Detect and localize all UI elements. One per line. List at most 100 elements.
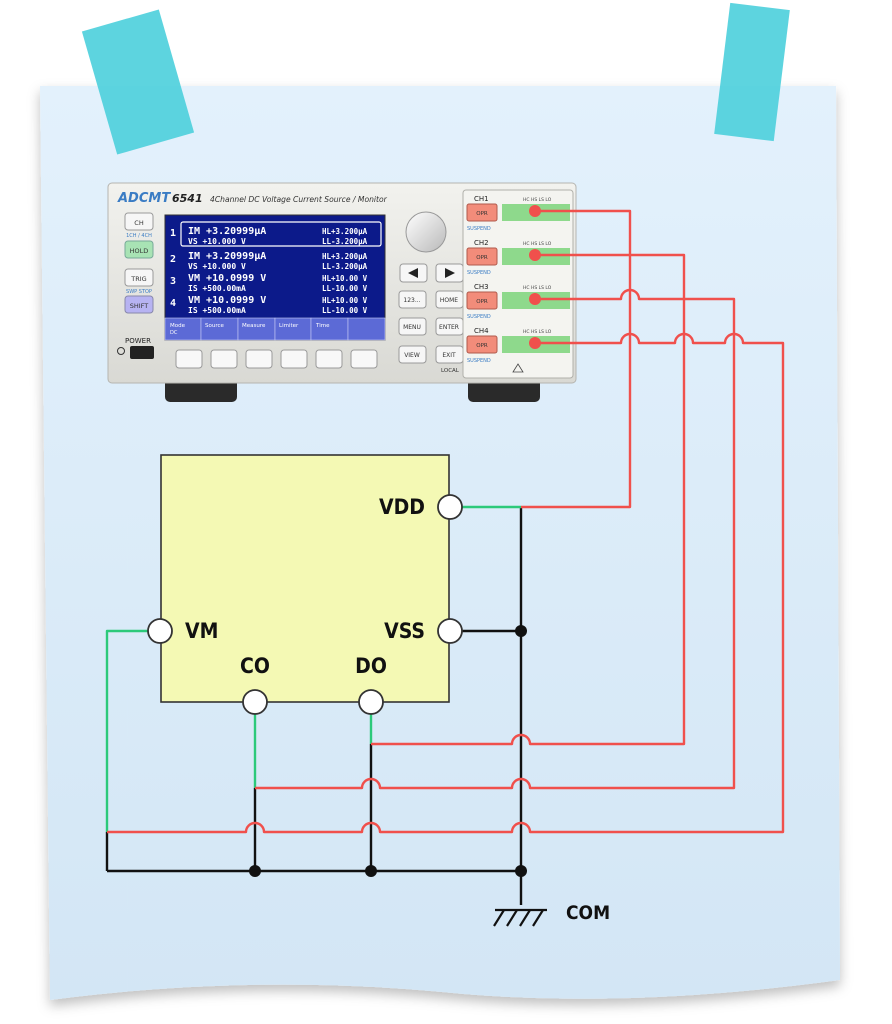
display-ch2-line2: VS +10.000 V <box>188 262 246 271</box>
softkey-bar: Mode DC Source Measure Limiter Time <box>164 317 386 341</box>
display-screen: 1 IM +3.20999µA VS +10.000 V HL+3.200µA … <box>164 214 386 341</box>
shift-button-label: SHIFT <box>130 302 149 310</box>
ground-label: COM <box>566 902 610 924</box>
shift-button[interactable] <box>124 295 154 314</box>
numeric-button-label: 123... <box>403 297 420 304</box>
pin-vm[interactable] <box>147 618 173 644</box>
display-ch3-limit1: HL+10.00 V <box>322 274 368 283</box>
arrow-right-icon <box>445 268 455 278</box>
display-ch2-limit1: HL+3.200µA <box>322 252 368 261</box>
softkey-mode-sub: DC <box>170 330 178 336</box>
ground-symbol <box>493 908 547 927</box>
chip-pins <box>147 494 463 715</box>
function-key-3[interactable] <box>245 349 273 369</box>
softkey-time: Time <box>315 323 330 329</box>
model-number: 6541 <box>172 192 203 205</box>
warning-icon <box>512 363 524 373</box>
pin-label-vdd: VDD <box>379 495 425 519</box>
display-ch2-limit2: LL-3.200µA <box>322 262 368 271</box>
tape-right <box>714 2 790 142</box>
function-key-6[interactable] <box>350 349 378 369</box>
display-ch1-limit2: LL-3.200µA <box>322 237 368 246</box>
ch2-opr-button[interactable] <box>466 247 498 266</box>
pin-label-vm: VM <box>185 619 218 643</box>
ch1-opr-label: OPR <box>476 211 488 217</box>
green-wires <box>105 505 521 832</box>
function-key-1[interactable] <box>175 349 203 369</box>
view-button[interactable] <box>398 345 427 364</box>
arrow-keys <box>399 263 464 283</box>
menu-button-label: MENU <box>403 324 421 331</box>
nav-buttons: 123... HOME MENU ENTER VIEW EXIT LOCAL <box>398 290 464 374</box>
ch4-opr-button[interactable] <box>466 335 498 354</box>
junction-dots <box>249 625 527 877</box>
ch-button[interactable] <box>124 212 154 231</box>
display-ch4-line1: VM +10.0999 V <box>188 295 266 306</box>
ch3-label: CH3 <box>474 283 489 291</box>
function-keys <box>175 349 378 369</box>
function-key-5[interactable] <box>315 349 343 369</box>
trig-button-label: TRIG <box>130 275 146 283</box>
display-ch3-line2: IS +500.00mA <box>188 284 246 293</box>
red-wires <box>107 209 785 834</box>
ch1-terminal-header: HC HS LS LO <box>523 197 552 203</box>
pin-do[interactable] <box>358 689 384 715</box>
pin-vss[interactable] <box>437 618 463 644</box>
chip-body <box>160 454 450 703</box>
display-ch2-num: 2 <box>170 254 176 265</box>
display-ch4-limit2: LL-10.00 V <box>322 306 368 315</box>
power-switch[interactable] <box>130 346 154 359</box>
ch-button-sub: 1CH / 4CH <box>126 233 152 239</box>
enter-button-label: ENTER <box>439 324 459 331</box>
instrument-6541: ADCMT 6541 4Channel DC Voltage Current S… <box>107 182 577 402</box>
ch2-opr-label: OPR <box>476 255 488 261</box>
left-button-column: CH 1CH / 4CH HOLD TRIG SWP STOP SHIFT PO… <box>117 212 154 359</box>
ch2-terminal-header: HC HS LS LO <box>523 241 552 247</box>
hold-button[interactable] <box>124 240 154 259</box>
ch1-suspend-label: SUSPEND <box>467 226 491 232</box>
ch4-suspend-label: SUSPEND <box>467 358 491 364</box>
softkey-limiter: Limiter <box>279 323 299 329</box>
ic-chip: VDD VSS VM CO DO <box>147 454 463 715</box>
softkey-source: Source <box>205 323 225 329</box>
brand-logo: ADCMT <box>117 191 171 206</box>
ch4-label: CH4 <box>474 327 489 335</box>
rotary-knob[interactable] <box>405 211 447 253</box>
home-button-label: HOME <box>440 297 458 304</box>
function-key-4[interactable] <box>280 349 308 369</box>
exit-button-label: EXIT <box>442 352 456 359</box>
function-key-2[interactable] <box>210 349 238 369</box>
softkey-mode: Mode <box>170 323 186 329</box>
display-ch1-line1: IM +3.20999µA <box>188 226 266 237</box>
terminal-dots <box>529 205 541 349</box>
display-ch1-line2: VS +10.000 V <box>188 237 246 246</box>
ch-button-label: CH <box>134 219 144 227</box>
display-ch1-num: 1 <box>170 228 176 239</box>
trig-button-sub: SWP STOP <box>126 289 152 295</box>
ch3-opr-button[interactable] <box>466 291 498 310</box>
arrow-left-icon <box>408 268 418 278</box>
ch2-suspend-label: SUSPEND <box>467 270 491 276</box>
display-selected-frame <box>180 221 382 247</box>
pin-label-co: CO <box>240 654 270 678</box>
local-label: LOCAL <box>441 368 460 374</box>
menu-button[interactable] <box>398 317 427 336</box>
ch4-terminal-header: HC HS LS LO <box>523 329 552 335</box>
display-ch3-limit2: LL-10.00 V <box>322 284 368 293</box>
ch1-opr-button[interactable] <box>466 203 498 222</box>
pin-vdd[interactable] <box>437 494 463 520</box>
display-ch3-line1: VM +10.0999 V <box>188 273 266 284</box>
model-description: 4Channel DC Voltage Current Source / Mon… <box>210 195 388 204</box>
channel-panel-frame <box>462 189 574 379</box>
pin-co[interactable] <box>242 689 268 715</box>
tape-left <box>81 9 195 155</box>
wires <box>105 205 785 905</box>
ch3-opr-label: OPR <box>476 299 488 305</box>
numeric-button[interactable] <box>398 290 427 309</box>
ch4-opr-label: OPR <box>476 343 488 349</box>
ch1-label: CH1 <box>474 195 489 203</box>
power-indicator <box>117 347 125 355</box>
trig-button[interactable] <box>124 268 154 287</box>
display-ch3-num: 3 <box>170 276 176 287</box>
